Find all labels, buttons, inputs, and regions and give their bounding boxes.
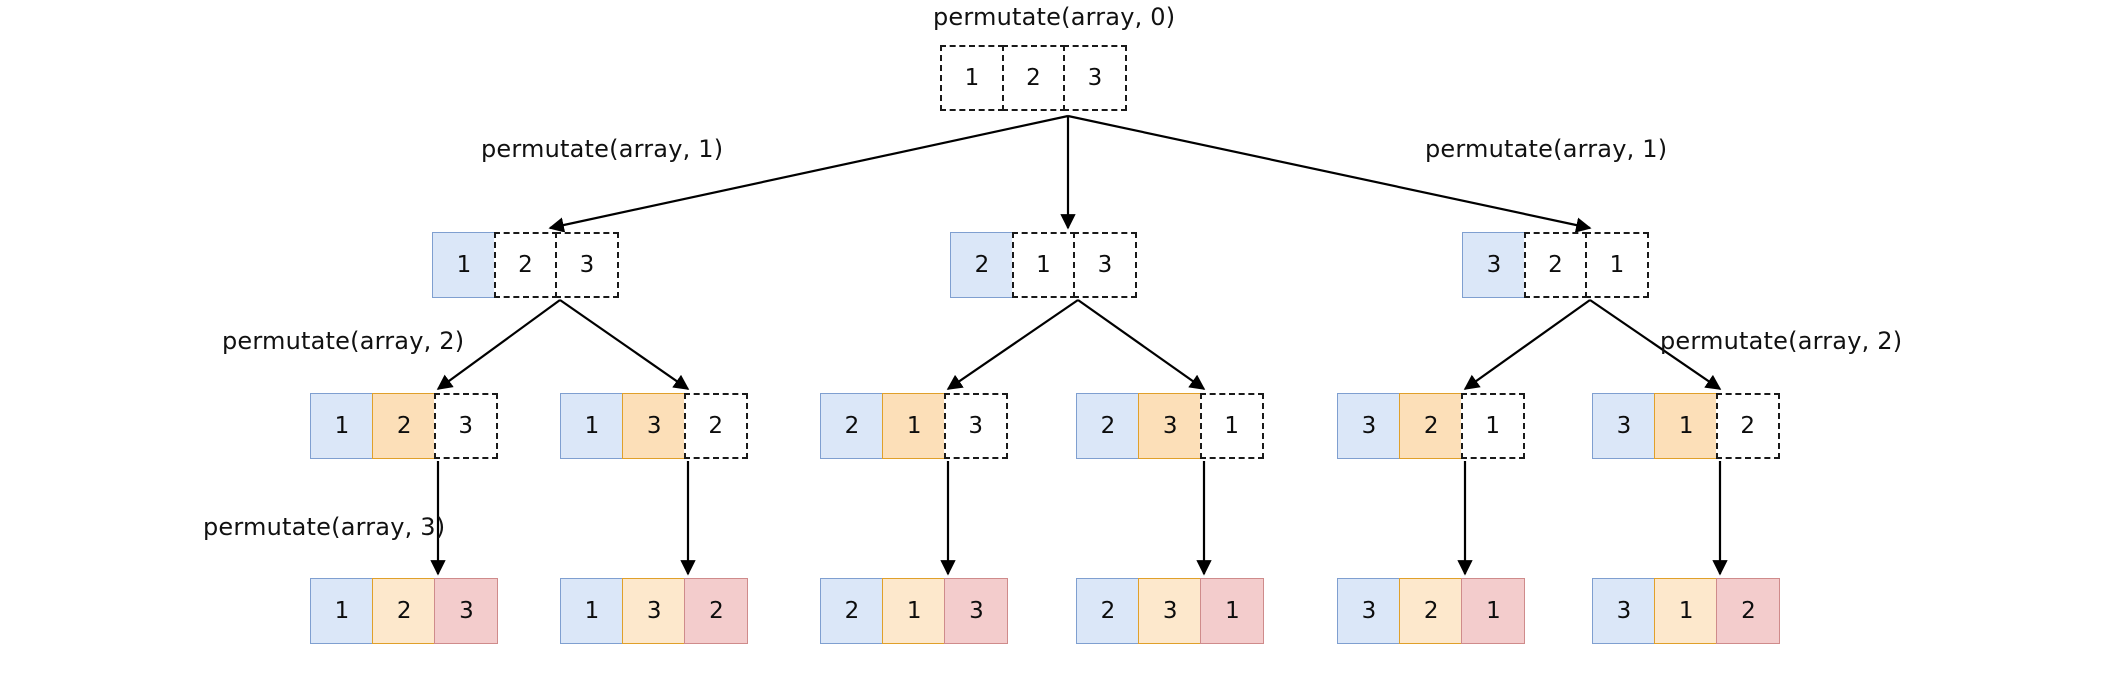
array-cell: 2: [684, 578, 749, 644]
array-cell: 1: [1200, 578, 1265, 644]
array-cell: 3: [1138, 393, 1203, 459]
array-cell: 1: [1011, 232, 1076, 298]
call-label: permutate(array, 1): [1425, 135, 1668, 163]
array-cell: 1: [310, 393, 374, 459]
array-cell: 1: [882, 393, 947, 459]
call-label: permutate(array, 1): [481, 135, 724, 163]
array-cell: 1: [1654, 393, 1719, 459]
array-cell: 3: [944, 578, 1009, 644]
array-cell: 1: [940, 45, 1004, 111]
array-cell: 1: [432, 232, 496, 298]
array-cell: 1: [1199, 393, 1264, 459]
array-cell: 3: [1337, 393, 1401, 459]
array-cell: 1: [1461, 578, 1526, 644]
array-cell: 2: [820, 393, 884, 459]
array-cell: 1: [882, 578, 947, 644]
array-cell: 3: [1138, 578, 1203, 644]
array-cell: 3: [622, 578, 687, 644]
tree-edge: [1077, 299, 1206, 390]
array-cell: 3: [1592, 393, 1656, 459]
array-cell: 2: [1715, 393, 1780, 459]
array-cell: 2: [1076, 578, 1140, 644]
array-cell: 1: [560, 578, 624, 644]
array-cell: 3: [1592, 578, 1656, 644]
array-cell: 1: [1654, 578, 1719, 644]
array-cell: 2: [1399, 393, 1464, 459]
array-cell: 3: [943, 393, 1008, 459]
array-cell: 3: [1073, 232, 1137, 298]
tree-edge: [946, 299, 1079, 390]
array-cell: 2: [1523, 232, 1588, 298]
array-cell: 2: [1399, 578, 1464, 644]
array-cell: 2: [372, 393, 437, 459]
call-label: permutate(array, 2): [1660, 327, 1903, 355]
array-cell: 2: [683, 393, 748, 459]
array-cell: 2: [950, 232, 1014, 298]
array-cell: 3: [434, 578, 499, 644]
array-cell: 3: [433, 393, 498, 459]
array-cell: 2: [1001, 45, 1066, 111]
array-cell: 2: [372, 578, 437, 644]
tree-edge: [1067, 114, 1592, 233]
array-cell: 1: [310, 578, 374, 644]
array-cell: 3: [1337, 578, 1401, 644]
array-cell: 1: [560, 393, 624, 459]
array-cell: 2: [1076, 393, 1140, 459]
array-cell: 1: [1460, 393, 1525, 459]
call-label: permutate(array, 0): [933, 3, 1176, 31]
array-cell: 2: [493, 232, 558, 298]
array-cell: 3: [622, 393, 687, 459]
array-cell: 1: [1585, 232, 1649, 298]
call-label: permutate(array, 2): [222, 327, 465, 355]
array-cell: 2: [1716, 578, 1781, 644]
array-cell: 3: [555, 232, 619, 298]
tree-edge: [548, 114, 1069, 233]
call-label: permutate(array, 3): [203, 513, 446, 541]
array-cell: 2: [820, 578, 884, 644]
array-cell: 3: [1063, 45, 1127, 111]
tree-edge: [1463, 299, 1591, 390]
array-cell: 3: [1462, 232, 1526, 298]
tree-edge: [559, 299, 690, 390]
